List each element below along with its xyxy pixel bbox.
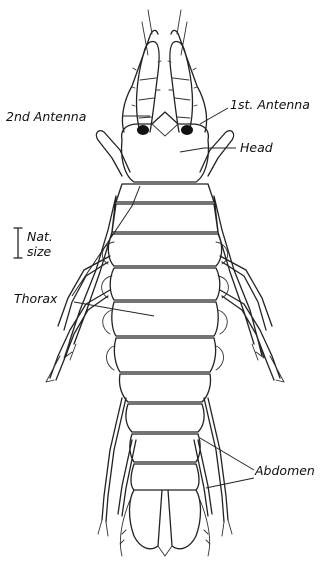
leader-lines (72, 108, 254, 488)
right-eye (181, 125, 193, 135)
abdomen (98, 398, 232, 556)
head (122, 112, 209, 182)
abdomen-leader-2 (206, 478, 254, 488)
abdomen-leader-1 (200, 438, 254, 470)
label-scale-size: size (27, 244, 52, 259)
label-second-antenna: 2nd Antenna (6, 109, 86, 124)
first-antenna-leader (200, 108, 228, 124)
label-abdomen: Abdomen (254, 463, 315, 478)
legs (46, 131, 284, 382)
label-thorax: Thorax (14, 291, 58, 306)
second-antenna-right (168, 22, 197, 132)
scale-bar (14, 228, 22, 258)
label-head: Head (240, 140, 273, 155)
thorax-segments (102, 184, 229, 402)
left-eye (137, 125, 149, 135)
label-first-antenna: 1st. Antenna (230, 97, 310, 112)
label-scale-nat: Nat. (27, 229, 53, 244)
